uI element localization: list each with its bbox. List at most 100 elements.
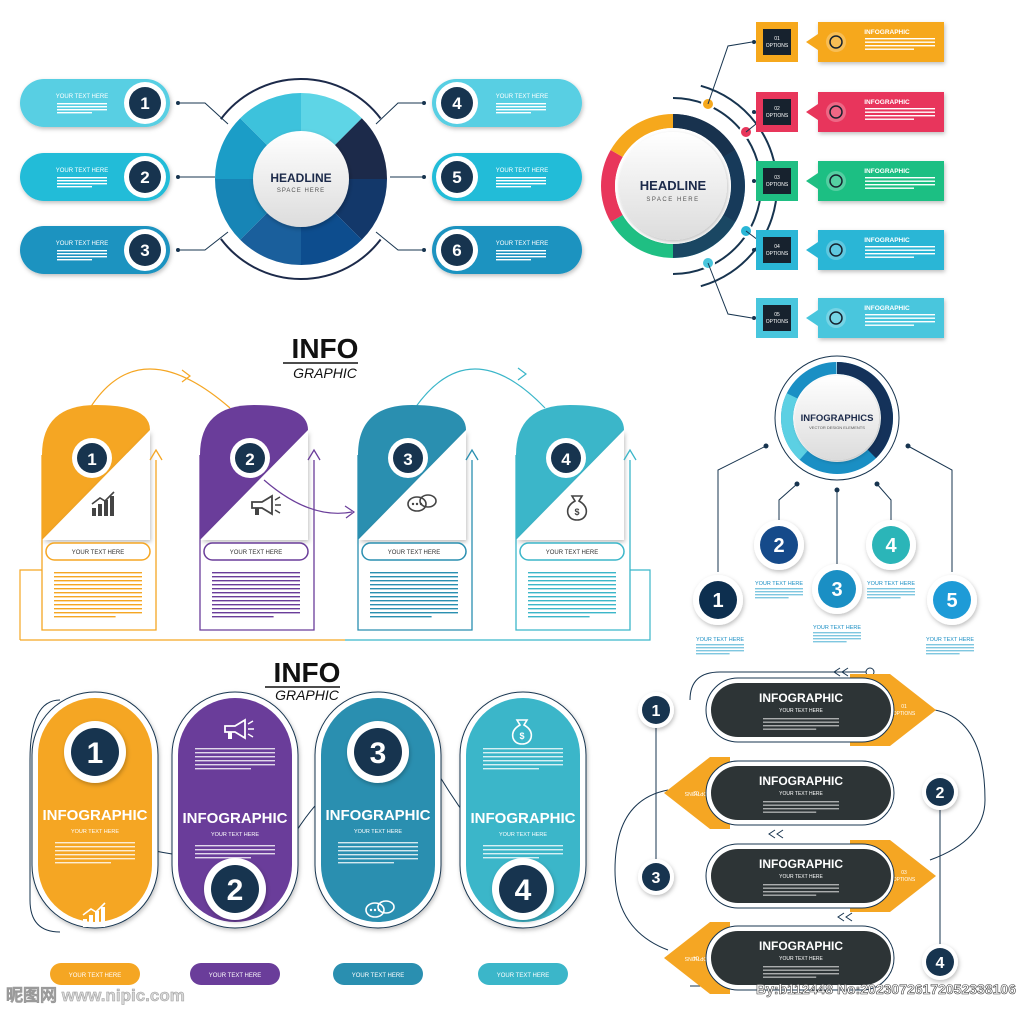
text-placeholder-line (338, 842, 418, 844)
text-placeholder-line (867, 597, 901, 599)
text-placeholder-line (57, 259, 92, 261)
capsule-button-2[interactable]: YOUR TEXT HERE (190, 963, 280, 985)
text-placeholder-line (867, 588, 915, 590)
text-placeholder-line (370, 608, 458, 610)
row-number: 4 (936, 955, 945, 972)
text-placeholder-line (763, 804, 839, 806)
text-placeholder-line (54, 616, 116, 618)
capsule-button-label: YOUR TEXT HERE (209, 973, 261, 979)
ring-segment (610, 215, 673, 258)
text-placeholder-line (763, 973, 839, 975)
text-placeholder-line (763, 966, 839, 968)
option-title: INFOGRAPHIC (864, 29, 910, 36)
ring-segment (240, 93, 301, 147)
row-subtitle: YOUR TEXT HERE (779, 956, 823, 962)
text-placeholder-line (865, 48, 914, 50)
text-placeholder-line (755, 588, 803, 590)
text-placeholder-line (528, 588, 616, 590)
text-placeholder-line (528, 572, 616, 574)
ring-segment (240, 211, 301, 266)
text-placeholder-line (496, 177, 546, 179)
text-placeholder-line (195, 768, 251, 770)
text-placeholder-line (57, 253, 107, 255)
text-placeholder-line (195, 752, 275, 754)
text-placeholder-line (195, 748, 275, 750)
text-placeholder-line (54, 580, 142, 582)
text-placeholder-line (195, 764, 275, 766)
capsule-subtitle: YOUR TEXT HERE (211, 832, 259, 838)
text-placeholder-line (483, 748, 563, 750)
arrow-number: 04 (693, 954, 699, 960)
text-placeholder-line (865, 317, 935, 319)
row-subtitle: YOUR TEXT HERE (779, 708, 823, 714)
text-placeholder-line (57, 177, 107, 179)
row-title: INFOGRAPHIC (759, 939, 843, 953)
text-placeholder-line (338, 862, 394, 864)
row-subtitle: YOUR TEXT HERE (779, 874, 823, 880)
bar-chart-icon (826, 308, 846, 328)
text-placeholder-line (528, 616, 590, 618)
text-placeholder-line (865, 314, 935, 316)
row-number: 1 (652, 703, 661, 720)
option-label: YOUR TEXT HERE (496, 94, 548, 100)
option-title: INFOGRAPHIC (864, 168, 910, 175)
node-number: 5 (946, 590, 957, 612)
subline: VECTOR DESIGN ELEMENTS (809, 425, 865, 430)
capsule-button-label: YOUR TEXT HERE (352, 973, 404, 979)
capsule-button-1[interactable]: YOUR TEXT HERE (50, 963, 140, 985)
text-placeholder-line (865, 118, 914, 120)
text-placeholder-line (926, 650, 974, 652)
capsule-title: INFOGRAPHIC (326, 807, 431, 824)
option-label: YOUR TEXT HERE (496, 241, 548, 247)
option-number: 02 (774, 106, 780, 112)
text-placeholder-line (496, 106, 546, 108)
row-number: 3 (652, 870, 661, 887)
capsule-button-4[interactable]: YOUR TEXT HERE (478, 963, 568, 985)
text-placeholder-line (370, 604, 458, 606)
arrow-text: OPTIONS (893, 877, 916, 883)
capsule-button-3[interactable]: YOUR TEXT HERE (333, 963, 423, 985)
text-placeholder-line (212, 588, 300, 590)
text-placeholder-line (867, 594, 915, 596)
text-placeholder-line (338, 854, 418, 856)
node-number: 4 (885, 535, 897, 557)
text-placeholder-line (496, 103, 546, 105)
text-placeholder-line (865, 246, 935, 248)
subline: SPACE HERE (646, 197, 699, 203)
row-title: INFOGRAPHIC (759, 691, 843, 705)
text-placeholder-line (865, 249, 935, 251)
text-placeholder-line (370, 616, 432, 618)
text-placeholder-line (55, 854, 135, 856)
row-subtitle: YOUR TEXT HERE (779, 791, 823, 797)
